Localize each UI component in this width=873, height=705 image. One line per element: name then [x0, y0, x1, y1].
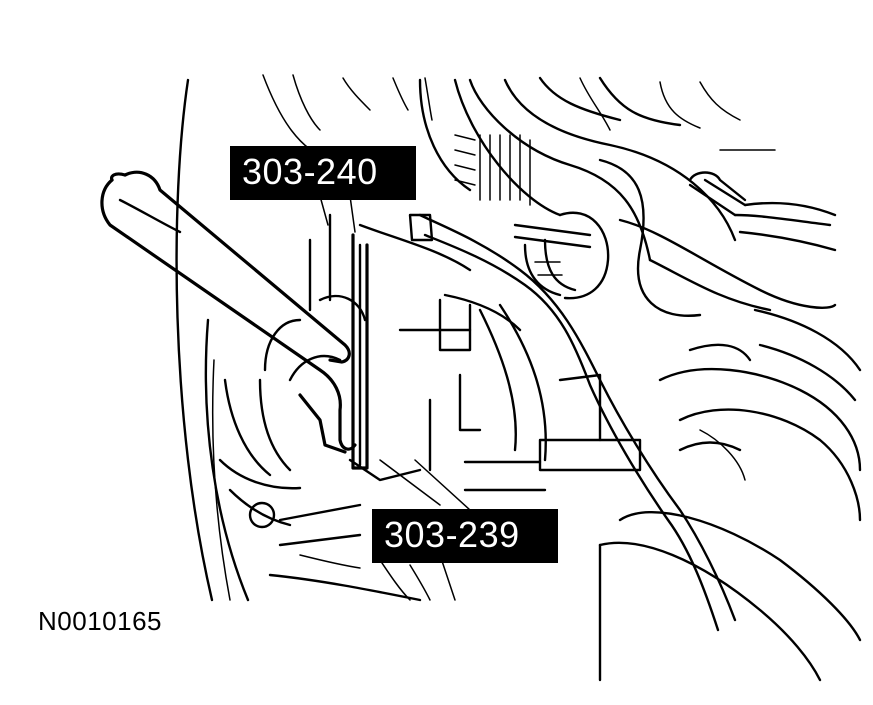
callout-tool-303-239: 303-239 — [372, 509, 558, 563]
figure-number: N0010165 — [38, 606, 162, 636]
engine-bay-line-art — [100, 74, 862, 682]
callout-tool-303-240: 303-240 — [230, 146, 416, 200]
